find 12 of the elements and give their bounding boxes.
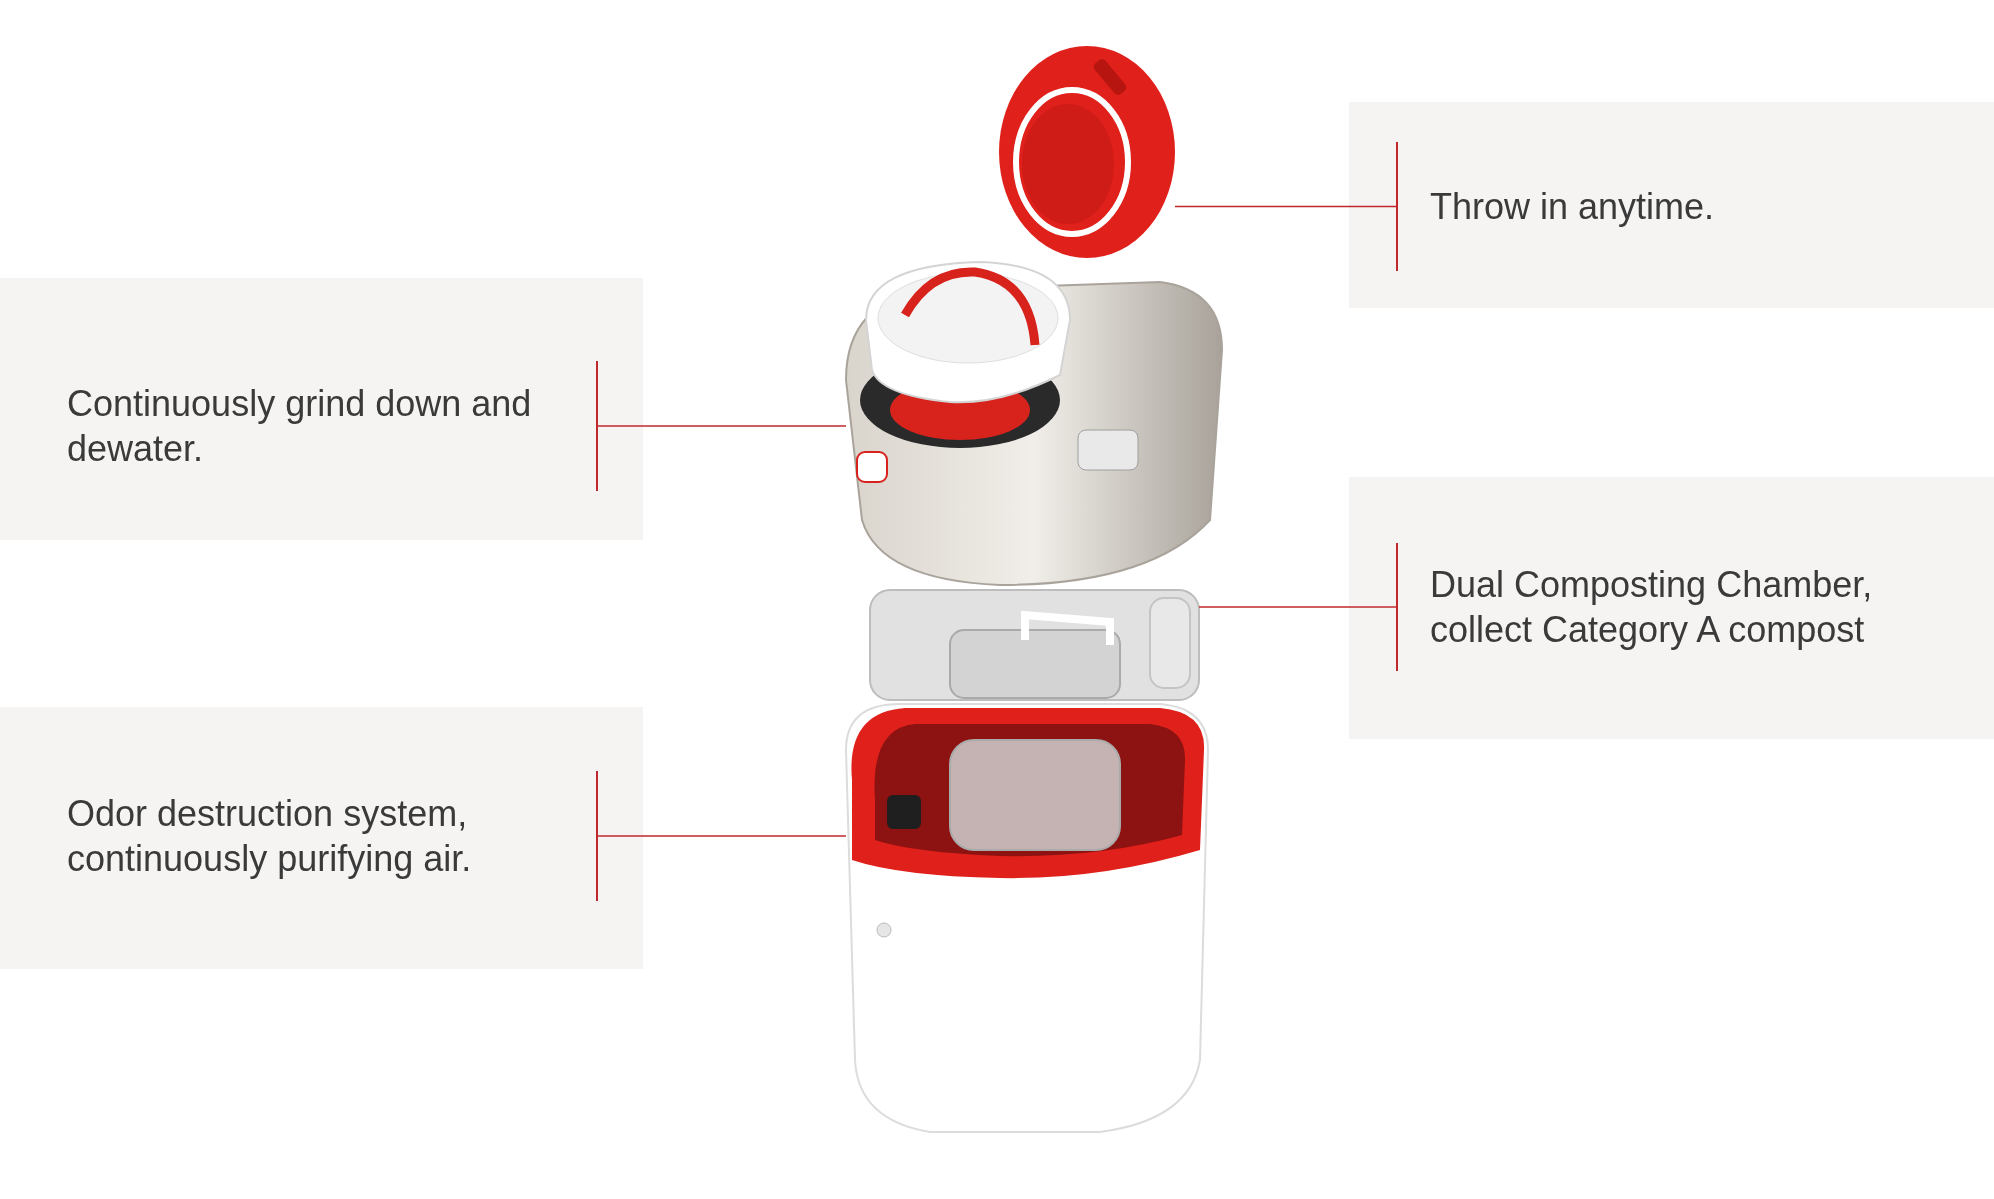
compost-bin-drawing: [869, 589, 1200, 701]
leader-line: [1174, 205, 1397, 208]
callout-text: Continuously grind down and dewater.: [67, 361, 598, 491]
callout-text: Throw in anytime.: [1396, 142, 1956, 271]
grinder-drawing: [845, 261, 1223, 586]
callout-text: Dual Composting Chamber, collect Category A compost: [1396, 543, 1956, 671]
callout-text: Odor destruction system, continuously purifying air.: [67, 771, 598, 901]
leader-line: [597, 835, 847, 837]
lid-drawing: [999, 46, 1175, 258]
base-drawing: [845, 703, 1209, 1133]
leader-line: [1198, 606, 1397, 608]
leader-line: [597, 425, 847, 427]
